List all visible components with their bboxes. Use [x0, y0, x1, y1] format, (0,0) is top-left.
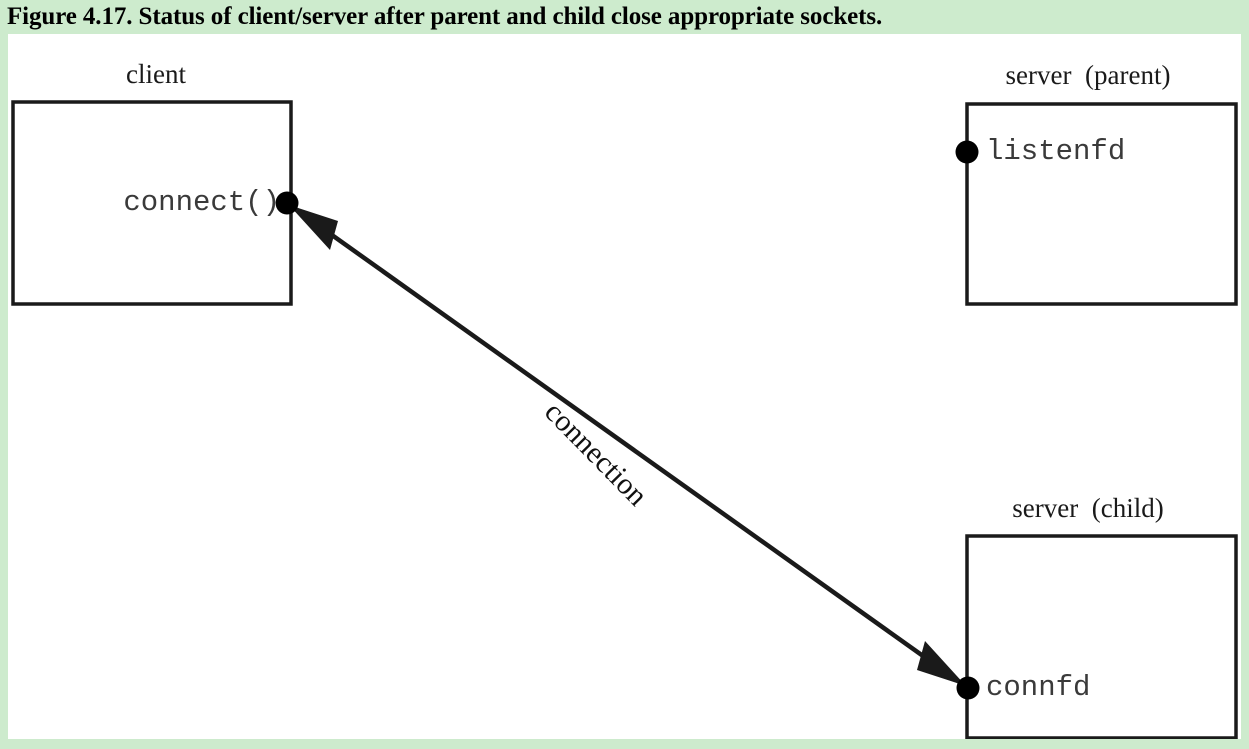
figure-caption-bar: Figure 4.17. Status of client/server aft… [0, 0, 1249, 34]
client-socket-endpoint-dot [275, 191, 299, 215]
connection-line [285, 201, 970, 690]
figure-caption: Figure 4.17. Status of client/server aft… [7, 3, 883, 30]
connection-arrowhead-child [917, 641, 966, 686]
client-box-caption: client [126, 59, 186, 89]
connection-arrowhead-client [289, 205, 338, 250]
server-child-box-caption: server (child) [1012, 493, 1164, 523]
server-child-box [965, 534, 1238, 739]
client-box [11, 100, 293, 306]
connfd-socket-endpoint-dot [956, 676, 980, 700]
server-parent-box-caption: server (parent) [1005, 60, 1171, 90]
figure-canvas: client server (parent) server (child) co… [8, 34, 1241, 739]
server-parent-box [965, 102, 1238, 306]
listenfd-socket-endpoint-dot [955, 140, 979, 164]
client-connect-label: connect() [123, 186, 280, 219]
server-parent-listenfd-label: listenfd [986, 135, 1126, 168]
server-child-connfd-label: connfd [986, 671, 1091, 704]
diagram-svg [11, 100, 1238, 739]
